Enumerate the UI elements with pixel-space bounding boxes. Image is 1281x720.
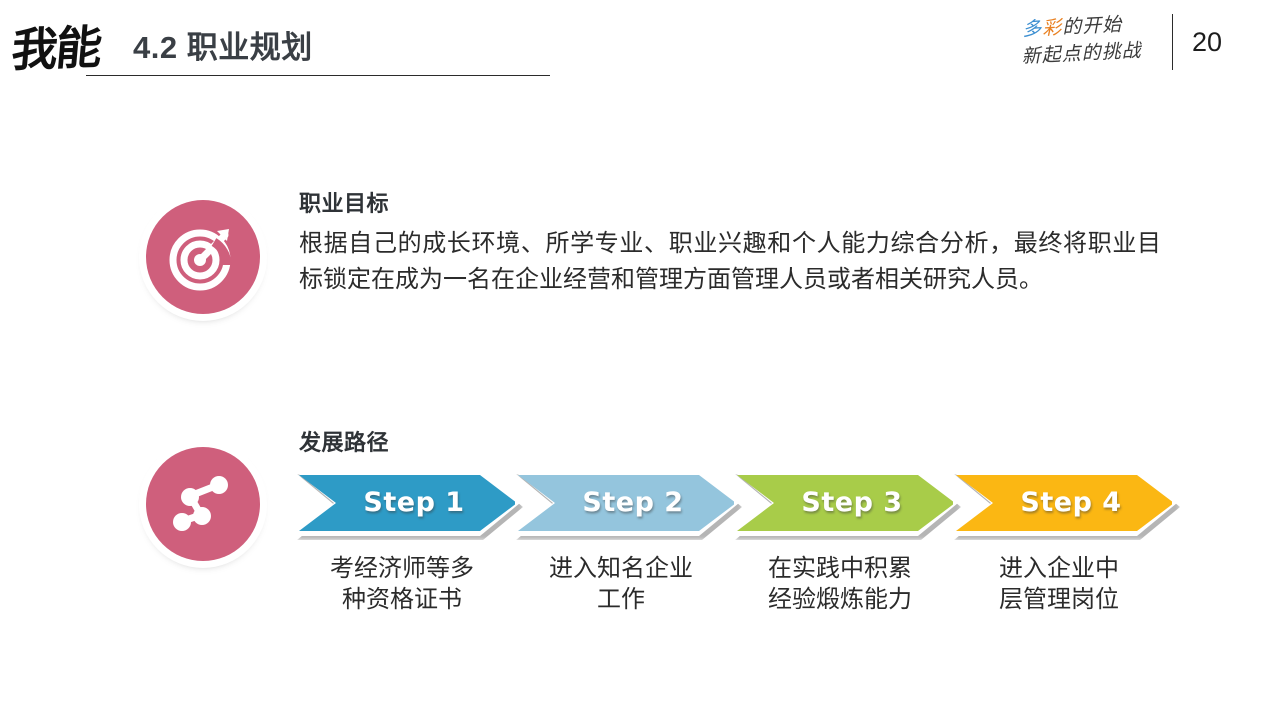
step-caption: 在实践中积累经验煅炼能力 <box>730 553 950 615</box>
step-caption: 进入知名企业工作 <box>511 553 731 615</box>
step-caption: 考经济师等多种资格证书 <box>292 553 512 615</box>
step-arrow[interactable]: Step 2 <box>513 470 742 540</box>
step-arrow[interactable]: Step 4 <box>951 470 1180 540</box>
step-caption-line-2: 经验煅炼能力 <box>768 586 912 613</box>
step-caption-line-2: 工作 <box>597 586 645 613</box>
page-title: 4.2 职业规划 <box>133 30 313 65</box>
step-arrow-label: Step 2 <box>582 487 684 518</box>
step-caption: 进入企业中层管理岗位 <box>949 553 1169 615</box>
step-arrow[interactable]: Step 3 <box>732 470 961 540</box>
step-arrow-label: Step 4 <box>1020 487 1122 518</box>
target-icon <box>167 221 239 293</box>
step-caption-line-1: 进入知名企业 <box>549 555 693 582</box>
decorative-tagline: 多彩的开始 新起点的挑战 <box>982 9 1165 72</box>
goal-section-heading: 职业目标 <box>299 191 390 216</box>
title-underline <box>86 75 550 76</box>
step-arrow-label: Step 3 <box>801 487 903 518</box>
target-icon-badge <box>146 200 260 314</box>
step-arrow-row: Step 1 Step 2 Step 3 Step 4 <box>294 470 1180 540</box>
step-caption-line-2: 种资格证书 <box>342 586 462 613</box>
header-divider <box>1172 14 1173 70</box>
step-caption-line-1: 在实践中积累 <box>768 555 912 582</box>
tagline-rest-1: 的开始 <box>1061 13 1123 39</box>
step-arrow-label: Step 1 <box>363 487 465 518</box>
step-caption-line-1: 进入企业中 <box>999 555 1119 582</box>
step-arrow[interactable]: Step 1 <box>294 470 523 540</box>
tagline-char-cai: 彩 <box>1041 16 1063 40</box>
step-caption-line-1: 考经济师等多 <box>330 555 474 582</box>
path-section-heading: 发展路径 <box>299 430 390 455</box>
step-caption-line-2: 层管理岗位 <box>999 586 1119 613</box>
page-number: 20 <box>1192 27 1223 57</box>
brand-logo: 我能 <box>9 20 103 78</box>
share-network-icon <box>170 471 236 537</box>
tagline-char-duo: 多 <box>1021 17 1043 41</box>
goal-section-paragraph: 根据自己的成长环境、所学专业、职业兴趣和个人能力综合分析，最终将职业目标锁定在成… <box>299 230 1161 293</box>
share-network-icon-badge <box>146 447 260 561</box>
